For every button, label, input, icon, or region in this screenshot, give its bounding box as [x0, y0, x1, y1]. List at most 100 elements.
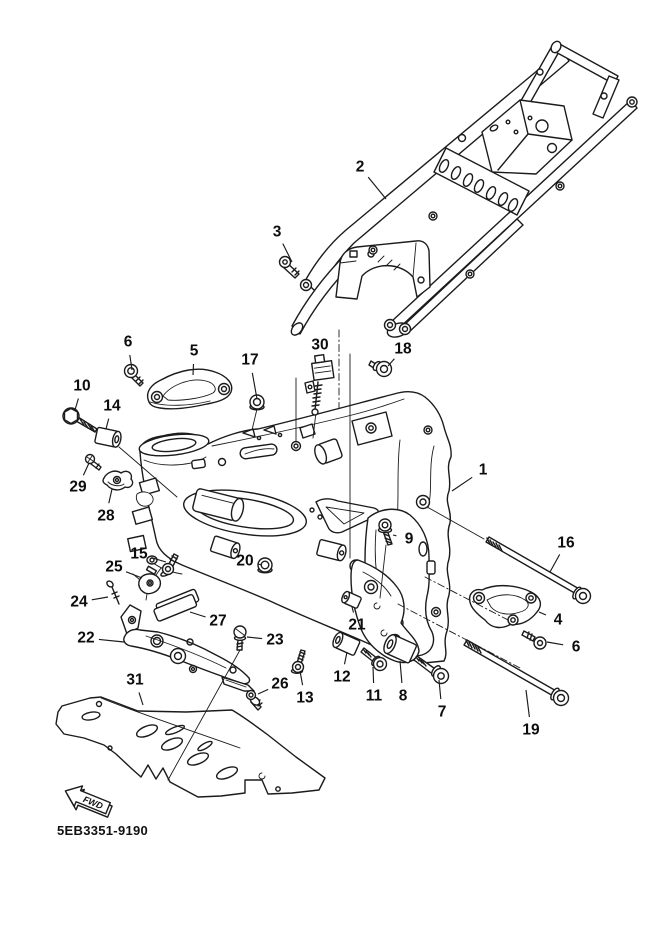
nut-17 — [249, 394, 265, 411]
bolt-15 — [160, 553, 179, 577]
callout-17-4: 17 — [241, 352, 258, 369]
leader-line-12-24 — [343, 651, 348, 665]
leader-line-19-30 — [525, 689, 530, 718]
leader-line-3-1 — [282, 243, 293, 263]
leader-line-24-17 — [91, 596, 109, 601]
callout-2-0: 2 — [356, 159, 365, 176]
bolt-11 — [360, 647, 388, 672]
bolt-16 — [485, 536, 592, 605]
part-30 — [304, 354, 335, 416]
leader-line-10-7 — [74, 398, 79, 411]
clamp-25 — [132, 565, 162, 601]
leader-line-6-29 — [546, 641, 564, 646]
callout-6-29: 6 — [572, 639, 581, 656]
leader-line-7-27 — [438, 679, 442, 700]
leader-line-9-12 — [392, 534, 397, 537]
pin-24 — [106, 580, 120, 605]
callout-31-31: 31 — [126, 672, 144, 689]
bracket-5-part — [146, 368, 233, 410]
callout-6-2: 6 — [124, 334, 133, 351]
bolt-6-top — [123, 363, 144, 387]
bolt-18 — [368, 360, 393, 378]
callout-15-14: 15 — [130, 546, 148, 563]
callout-11-25: 11 — [366, 688, 383, 705]
callout-14-8: 14 — [103, 398, 121, 415]
callout-7-27: 7 — [438, 704, 447, 721]
bracket-22-part — [120, 604, 255, 692]
bolt-10 — [62, 407, 98, 433]
callout-18-6: 18 — [394, 341, 412, 358]
callout-16-13: 16 — [557, 535, 575, 552]
leader-line-14-8 — [105, 418, 110, 430]
spacer-21 — [341, 590, 362, 609]
leader-line-18-6 — [387, 358, 395, 367]
leader-line-17-4 — [251, 372, 258, 400]
leader-line-23-20 — [246, 636, 263, 640]
leader-line-22-18 — [98, 638, 125, 643]
leader-line-29-9 — [82, 462, 90, 476]
callout-29-9: 29 — [69, 479, 87, 496]
leader-line-1-11 — [451, 476, 473, 492]
leader-line-4-28 — [538, 611, 547, 616]
spacer-14 — [94, 426, 122, 448]
callout-8-26: 8 — [399, 688, 408, 705]
callout-12-24: 12 — [333, 669, 350, 686]
callout-4-28: 4 — [554, 612, 563, 629]
leader-line-2-0 — [367, 176, 387, 200]
callout-24-17: 24 — [70, 594, 88, 611]
leader-line-11-25 — [372, 666, 375, 684]
skid-plate-part — [55, 696, 326, 798]
leader-line-8-26 — [399, 660, 403, 684]
callout-1-11: 1 — [479, 462, 488, 479]
spacer-8 — [383, 634, 418, 664]
callout-3-1: 3 — [273, 224, 282, 241]
leader-line-28-10 — [108, 488, 113, 504]
callout-19-30: 19 — [522, 722, 540, 739]
callout-30-5: 30 — [311, 337, 328, 354]
diagram-code: 5EB3351-9190 — [57, 823, 148, 838]
screw-26 — [245, 689, 263, 711]
nut-20 — [257, 557, 273, 574]
callout-28-10: 28 — [97, 508, 115, 525]
callout-13-23: 13 — [296, 690, 314, 707]
fwd-arrow: FWD — [64, 785, 113, 818]
callout-23-20: 23 — [266, 632, 284, 649]
leader-line-13-23 — [299, 670, 304, 686]
leader-line-5-3 — [192, 363, 195, 376]
bolt-6-right — [521, 630, 547, 650]
callout-27-19: 27 — [209, 613, 226, 630]
clamp-28 — [102, 470, 154, 507]
callout-21-21: 21 — [348, 617, 366, 634]
callout-10-7: 10 — [73, 378, 90, 395]
callout-26-22: 26 — [271, 676, 289, 693]
main-frame-part — [127, 390, 452, 664]
screw-23 — [233, 625, 247, 651]
leader-line-31-31 — [138, 692, 144, 706]
bolt-19 — [463, 639, 570, 707]
pad-27-part — [153, 588, 200, 622]
bolt-3 — [278, 255, 300, 279]
bolt-9 — [377, 518, 393, 546]
leader-line-27-19 — [189, 611, 206, 618]
leader-line-15-14 — [151, 557, 167, 563]
bolt-13 — [290, 649, 306, 675]
callout-9-12: 9 — [405, 531, 414, 548]
bolt-7 — [413, 655, 450, 685]
leader-line-20-16 — [257, 563, 263, 566]
leader-line-16-13 — [549, 554, 561, 573]
callout-5-3: 5 — [190, 343, 199, 360]
leader-line-26-22 — [257, 688, 269, 695]
screw-29 — [84, 453, 102, 471]
leader-line-25-15 — [125, 571, 143, 579]
fasteners — [62, 255, 592, 711]
leader-line-21-21 — [351, 606, 355, 613]
spacer-12 — [332, 631, 361, 656]
leader-line-30-5 — [323, 357, 326, 363]
leader-line-6-2 — [129, 354, 133, 371]
projection-lines — [118, 329, 523, 781]
bracket-4-part — [468, 585, 542, 629]
callout-20-16: 20 — [236, 553, 253, 570]
